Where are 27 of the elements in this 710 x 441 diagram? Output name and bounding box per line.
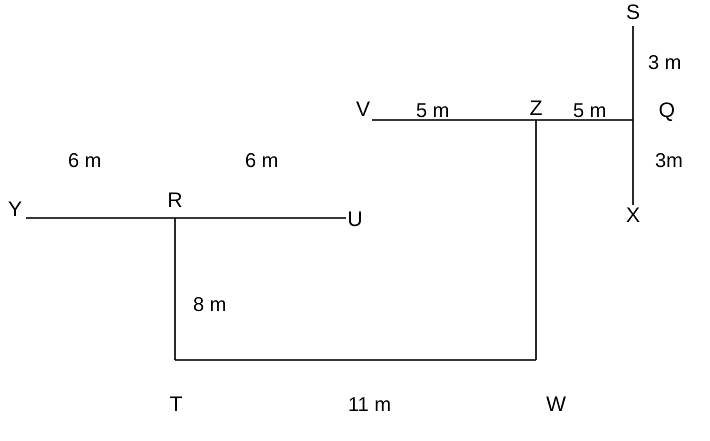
distance-label: 5 m [573,100,606,122]
point-label: T [170,394,182,416]
point-label: W [546,394,566,416]
point-label: R [167,190,183,212]
line-segment [535,120,537,360]
distance-label: 3m [655,150,683,172]
point-label: V [356,99,370,121]
line-segment [632,120,634,205]
line-segment [26,217,175,219]
line-segment [175,217,346,219]
line-segment [536,119,633,121]
point-label: Z [530,98,542,120]
distance-label: 5 m [416,100,450,122]
distance-label: 3 m [648,52,682,74]
point-label: Q [658,100,675,122]
line-segment [175,359,536,361]
distance-label: 6 m [68,150,102,172]
point-label: Y [8,199,22,221]
distance-label: 11 m [348,394,391,416]
point-label: S [626,2,640,24]
point-label: X [626,205,640,227]
line-segment [632,26,634,120]
distance-label: 6 m [245,150,278,172]
distance-label: 8 m [193,294,226,316]
line-segment [372,119,536,121]
point-label: U [347,209,363,231]
line-segment [174,218,176,360]
